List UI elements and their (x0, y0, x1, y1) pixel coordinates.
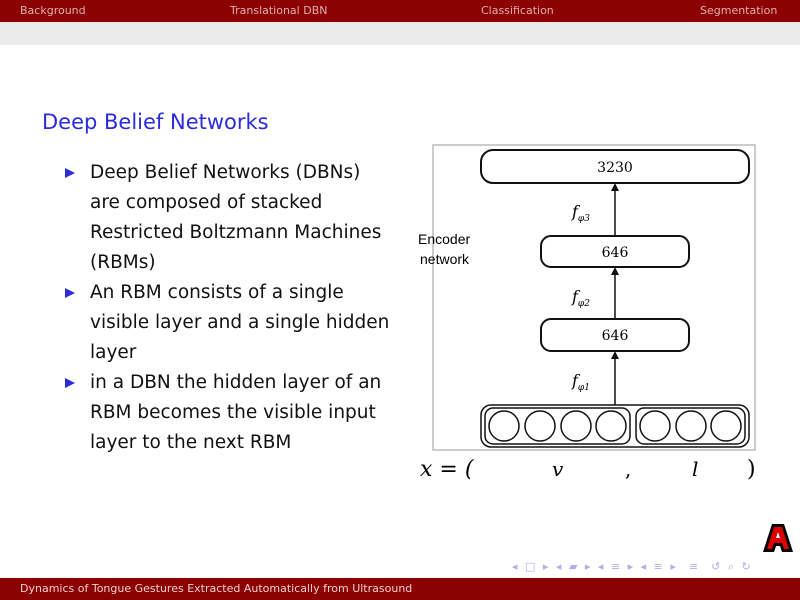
equation-v: v (552, 457, 564, 481)
section-link-background[interactable]: Background (20, 4, 86, 17)
beamer-navigation-controls[interactable]: ◂ □ ▸ ◂ ▰ ▸ ◂ ≡ ▸ ◂ ≡ ▸ ≡ ↺ ⌕ ↻ (512, 560, 753, 573)
section-link-classification[interactable]: Classification (481, 4, 554, 17)
function-label-1: fφ1 (571, 371, 590, 393)
university-logo (763, 524, 793, 552)
bullet-list: Deep Belief Networks (DBNs) are composed… (60, 158, 390, 458)
encoder-label: Encoder (418, 231, 470, 247)
layer-size-bottom: 646 (602, 328, 629, 344)
arrow-heads (611, 183, 619, 359)
diagram-frame (432, 144, 756, 451)
encoder-network-diagram: Encoder network 3230 646 646 fφ3 fφ2 fφ1… (418, 144, 756, 482)
function-label-2: fφ2 (571, 287, 590, 309)
function-label-3: fφ3 (571, 202, 590, 224)
footer-title: Dynamics of Tongue Gestures Extracted Au… (20, 582, 413, 595)
layer-size-middle: 646 (602, 245, 629, 261)
footer-bar: Dynamics of Tongue Gestures Extracted Au… (0, 578, 800, 600)
layer-size-top: 3230 (597, 160, 633, 176)
bullet-item: An RBM consists of a single visible laye… (60, 278, 390, 368)
equation-comma: , (625, 457, 631, 481)
network-label: network (420, 251, 470, 267)
section-link-translational-dbn[interactable]: Translational DBN (230, 4, 328, 17)
equation-l: l (692, 457, 698, 481)
section-link-segmentation[interactable]: Segmentation (700, 4, 778, 17)
equation-rparen: ) (747, 457, 756, 482)
section-navigation-bar: Background Translational DBN Classificat… (0, 0, 800, 22)
bullet-item: Deep Belief Networks (DBNs) are composed… (60, 158, 390, 278)
subsection-band (0, 22, 800, 45)
equation-lhs: x = ( (420, 457, 474, 482)
frame-title: Deep Belief Networks (42, 110, 269, 134)
input-layer (480, 404, 750, 448)
bullet-item: in a DBN the hidden layer of an RBM beco… (60, 368, 390, 458)
